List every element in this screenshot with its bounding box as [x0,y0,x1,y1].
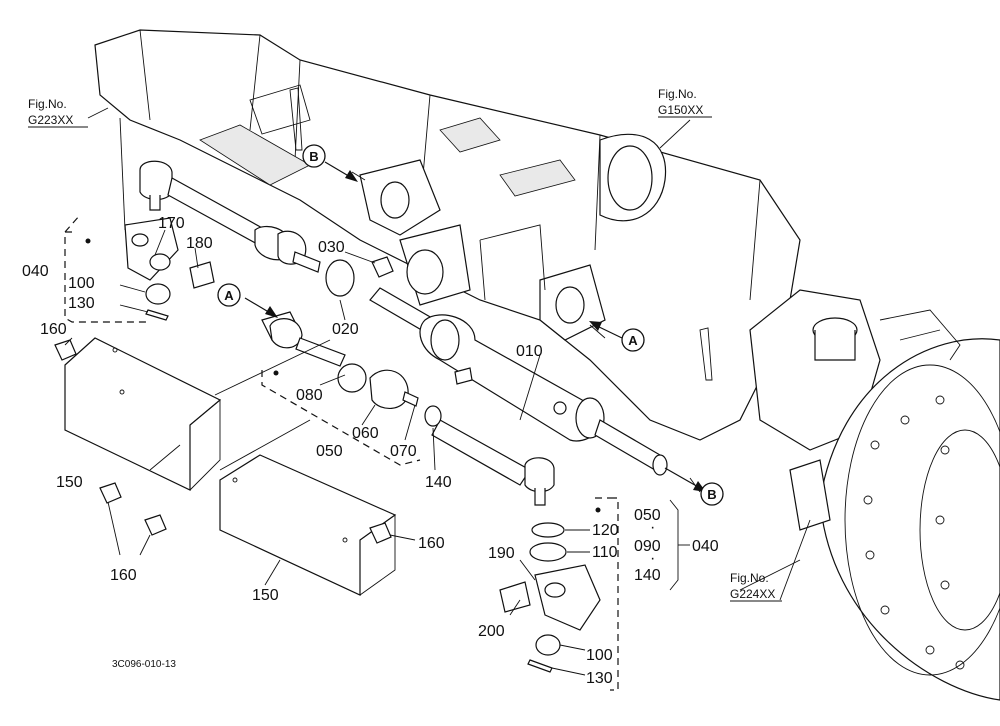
svg-text:·: · [650,550,655,567]
part-160-upper: 160 [40,321,67,338]
covers [64,337,397,596]
section-marker-a-left [217,283,241,307]
part-060: 060 [352,425,379,442]
part-190: 190 [488,545,515,562]
part-150-left: 150 [56,474,83,491]
part-180: 180 [186,235,213,252]
part-120: 120 [592,522,619,539]
svg-text:·: · [650,519,655,536]
part-100-upper: 100 [68,275,95,292]
fig-ref-g223-code: G223XX [28,113,73,127]
part-160-lower-left: 160 [110,567,137,584]
section-marker-a-right [621,328,645,352]
part-170: 170 [158,215,185,232]
section-marker-b-bottom-label: B [707,487,716,502]
section-marker-a-left-label: A [224,288,234,303]
tie-rod-end-lower [499,457,601,673]
part-140-right: 140 [634,567,661,584]
fig-ref-g223-label: Fig.No. [28,97,67,111]
section-marker-b-top [302,144,326,168]
drawing-code: 3C096-010-13 [112,659,176,670]
section-marker-b-top-label: B [309,149,318,164]
part-030: 030 [318,239,345,256]
section-marker-b-bottom [700,482,724,506]
part-160-lower-right: 160 [418,535,445,552]
part-090: 090 [634,538,661,555]
part-number-labels: 170 180 040 100 130 160 030 020 010 080 … [22,215,719,687]
fig-ref-g224-label: Fig.No. [730,571,769,585]
bolts [54,256,394,544]
part-130-lower: 130 [586,670,613,687]
part-080: 080 [296,387,323,404]
part-050-left: 050 [316,443,343,460]
tie-rod-upper [124,160,321,321]
part-070: 070 [390,443,417,460]
steering-cylinder [369,287,668,486]
bracket-dot-upper [85,238,91,244]
part-050-right: 050 [634,507,661,524]
part-110: 110 [592,544,618,561]
part-020: 020 [332,321,359,338]
fig-ref-g150-code: G150XX [658,103,703,117]
tie-rod-lower [261,311,442,427]
section-arrows: B A A B [217,144,724,506]
part-010: 010 [516,343,543,360]
part-040-left: 040 [22,263,49,280]
section-marker-a-right-label: A [628,333,638,348]
part-040-right: 040 [692,538,719,555]
part-100-lower: 100 [586,647,613,664]
part-140-left: 140 [425,474,452,491]
bracket-dot-middle [273,370,279,376]
fig-ref-g224-code: G224XX [730,587,775,601]
figure-references: Fig.No. G223XX Fig.No. G150XX Fig.No. G2… [28,87,782,602]
fig-ref-g150-label: Fig.No. [658,87,697,101]
leader-lines [64,107,811,676]
group-brackets [64,214,690,691]
part-150-right: 150 [252,587,279,604]
part-200: 200 [478,623,505,640]
part-130-upper: 130 [68,295,95,312]
bracket-dot-lower [595,507,601,513]
